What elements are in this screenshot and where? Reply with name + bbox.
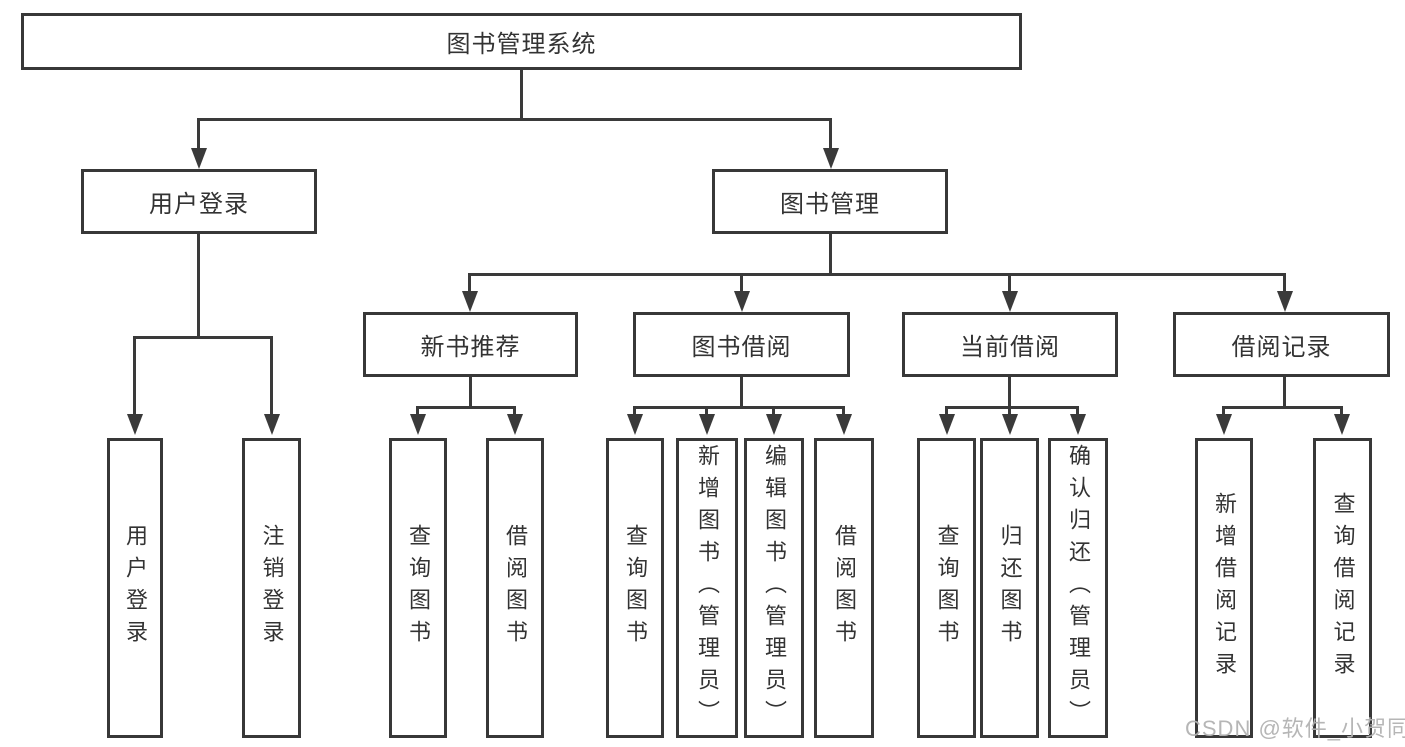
connector-arrow-line: [270, 336, 273, 418]
node-label: 借阅图书: [832, 524, 857, 652]
arrow-down-icon: [1216, 414, 1232, 435]
arrow-down-icon: [410, 414, 426, 435]
arrow-down-icon: [939, 414, 955, 435]
node-query-book-borrowing: 查询图书: [606, 438, 664, 738]
node-label: 归还图书: [997, 524, 1023, 652]
connector-arrow-line: [705, 406, 708, 418]
connector-arrow-line: [133, 336, 136, 418]
connector-arrow-line: [197, 118, 200, 152]
connector-arrow-line: [829, 118, 832, 152]
arrow-down-icon: [823, 148, 839, 169]
node-add-borrow-record: 新增借阅记录: [1195, 438, 1253, 738]
connector-arrow-line: [740, 273, 743, 295]
connector-arrow-line: [1222, 406, 1225, 418]
connector-branch-level1: [197, 118, 832, 121]
node-borrowing-records: 借阅记录: [1173, 312, 1390, 377]
node-label: 借阅记录: [1231, 334, 1332, 361]
connector-arrow-line: [1008, 273, 1011, 295]
arrow-down-icon: [766, 414, 782, 435]
connector-arrow-line: [416, 406, 419, 418]
arrow-down-icon: [264, 414, 280, 435]
arrow-down-icon: [699, 414, 715, 435]
connector-user-login-stem: [197, 234, 200, 336]
connector-arrow-line: [633, 406, 636, 418]
connector-recommend-stem: [469, 377, 472, 406]
arrow-down-icon: [462, 291, 478, 312]
node-borrow-book: 借阅图书: [814, 438, 874, 738]
node-borrow-book-recommend: 借阅图书: [486, 438, 544, 738]
connector-arrow-line: [842, 406, 845, 418]
node-label: 查询图书: [934, 524, 960, 652]
arrow-down-icon: [1277, 291, 1293, 312]
connector-branch-current: [945, 406, 1078, 409]
node-label: 新增借阅记录: [1212, 492, 1237, 684]
connector-arrow-line: [945, 406, 948, 418]
arrow-down-icon: [127, 414, 143, 435]
node-label: 图书借阅: [691, 334, 792, 361]
node-add-book-admin: 新增图书（管理员）: [676, 438, 738, 738]
node-label: 查询图书: [623, 524, 648, 652]
connector-records-stem: [1283, 377, 1286, 406]
node-label: 图书管理系统: [446, 31, 597, 58]
node-label: 借阅图书: [503, 524, 528, 652]
arrow-down-icon: [836, 414, 852, 435]
connector-branch-borrowing: [633, 406, 845, 409]
node-label: 新书推荐: [420, 334, 521, 361]
connector-arrow-line: [1076, 406, 1079, 418]
node-root-library-system: 图书管理系统: [21, 13, 1022, 70]
connector-current-stem: [1008, 377, 1011, 406]
node-label: 新增图书（管理员）: [695, 444, 720, 732]
connector-branch-recommend: [416, 406, 516, 409]
connector-branch-level3: [468, 273, 1285, 276]
connector-arrow-line: [772, 406, 775, 418]
node-label: 查询借阅记录: [1330, 492, 1356, 684]
arrow-down-icon: [507, 414, 523, 435]
connector-branch-user-login: [133, 336, 273, 339]
arrow-down-icon: [1070, 414, 1086, 435]
connector-branch-records: [1222, 406, 1342, 409]
node-confirm-return-admin: 确认归还（管理员）: [1048, 438, 1108, 738]
node-current-borrowing: 当前借阅: [902, 312, 1118, 377]
node-label: 当前借阅: [960, 334, 1060, 361]
node-label: 注销登录: [259, 524, 285, 652]
connector-arrow-line: [513, 406, 516, 418]
arrow-down-icon: [1002, 291, 1018, 312]
node-query-book-recommend: 查询图书: [389, 438, 447, 738]
node-user-login: 用户登录: [81, 169, 317, 234]
node-label: 查询图书: [406, 524, 431, 652]
node-label: 用户登录: [123, 524, 148, 652]
arrow-down-icon: [191, 148, 207, 169]
connector-arrow-line: [468, 273, 471, 295]
arrow-down-icon: [734, 291, 750, 312]
node-book-management: 图书管理: [712, 169, 948, 234]
arrow-down-icon: [627, 414, 643, 435]
node-book-borrowing: 图书借阅: [633, 312, 850, 377]
node-label: 图书管理: [780, 191, 880, 218]
connector-borrowing-stem: [740, 377, 743, 406]
node-return-book: 归还图书: [980, 438, 1039, 738]
node-new-book-recommend: 新书推荐: [363, 312, 578, 377]
arrow-down-icon: [1002, 414, 1018, 435]
node-query-borrow-record: 查询借阅记录: [1313, 438, 1372, 738]
connector-arrow-line: [1340, 406, 1343, 418]
node-user-login-action: 用户登录: [107, 438, 163, 738]
node-label: 编辑图书（管理员）: [762, 444, 787, 732]
connector-book-mgmt-stem: [829, 234, 832, 273]
node-label: 确认归还（管理员）: [1066, 444, 1091, 732]
arrow-down-icon: [1334, 414, 1350, 435]
node-edit-book-admin: 编辑图书（管理员）: [744, 438, 804, 738]
connector-arrow-line: [1008, 406, 1011, 418]
connector-root-stem: [520, 70, 523, 118]
node-label: 用户登录: [149, 191, 249, 218]
connector-arrow-line: [1283, 273, 1286, 295]
node-logout: 注销登录: [242, 438, 301, 738]
node-query-book-current: 查询图书: [917, 438, 976, 738]
csdn-watermark: CSDN @软件_小贺同学: [1185, 716, 1405, 741]
